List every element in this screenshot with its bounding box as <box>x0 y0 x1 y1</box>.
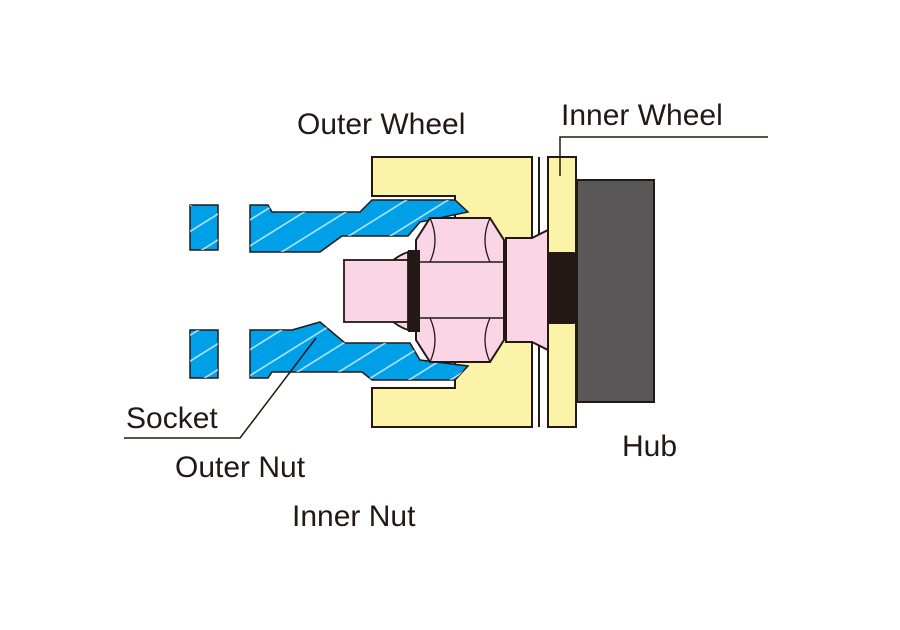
label-hub: Hub <box>622 430 678 463</box>
label-socket: Socket <box>126 402 218 435</box>
inner-nut-shape <box>505 228 549 352</box>
socket-lower-hatch <box>190 330 218 378</box>
socket-leader <box>124 337 317 439</box>
label-inner-wheel: Inner Wheel <box>561 99 723 132</box>
label-inner-nut: Inner Nut <box>292 500 416 533</box>
label-outer-wheel: Outer Wheel <box>297 108 466 141</box>
outer-nut-shape <box>415 217 505 363</box>
socket-upper-hatch <box>190 205 218 250</box>
socket-upper-main-hatch <box>250 200 468 252</box>
washer-ring <box>408 250 420 332</box>
inner-wheel-leader <box>559 136 768 176</box>
socket-lower-main-hatch <box>250 322 468 380</box>
label-outer-nut: Outer Nut <box>175 451 306 484</box>
hub-block <box>576 179 655 403</box>
bolt-shaft <box>343 259 409 323</box>
